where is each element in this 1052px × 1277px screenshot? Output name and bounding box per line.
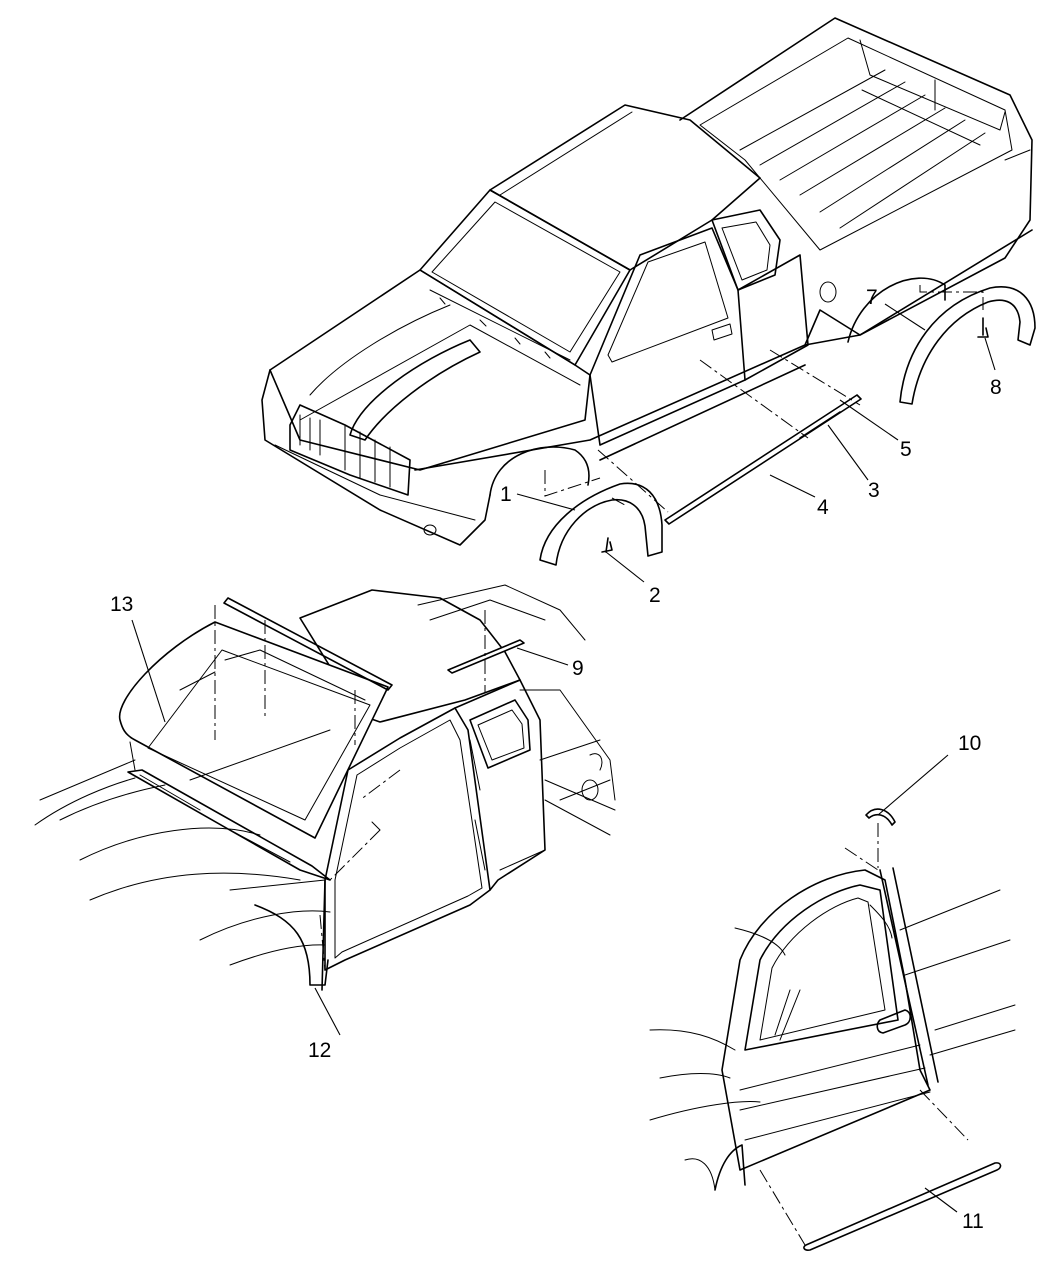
body-side-molding-3 xyxy=(799,411,841,439)
door-opening-weatherstrip xyxy=(321,879,326,991)
rear-fender-flare xyxy=(899,286,1036,405)
truck-front-wheel-arch xyxy=(489,446,590,496)
door-view xyxy=(649,808,1016,1251)
truck-bed-outline xyxy=(679,17,1033,346)
front-flare-fastener xyxy=(601,537,613,553)
door-background-lines xyxy=(649,889,1016,1191)
door-sill-molding xyxy=(803,1162,1002,1251)
callout-3: 3 xyxy=(868,479,880,502)
callout-12: 12 xyxy=(308,1039,331,1062)
callout-1: 1 xyxy=(500,483,512,506)
door-glass xyxy=(744,884,899,1051)
cab-lower-fender xyxy=(254,904,329,986)
cab-background-lines xyxy=(34,584,616,966)
cab-door-opening xyxy=(324,707,491,971)
truck-hood-scoop xyxy=(349,339,481,441)
truck-front-bumper xyxy=(261,369,491,546)
truck-hood xyxy=(269,269,591,471)
truck-view xyxy=(261,17,1033,546)
truck-body-side xyxy=(414,229,1033,471)
callout-2: 2 xyxy=(649,584,661,607)
door-pillar-strip xyxy=(879,867,939,1086)
door-handle xyxy=(876,1009,912,1034)
truck-bed-tailgate xyxy=(859,39,1031,161)
callout-9: 9 xyxy=(572,657,584,680)
truck-bed-inner xyxy=(699,37,1013,251)
front-fender-flare xyxy=(539,482,663,566)
callout-13: 13 xyxy=(110,593,133,616)
rear-flare-fastener xyxy=(977,317,989,338)
callout-5: 5 xyxy=(900,438,912,461)
windshield-glass xyxy=(118,621,389,839)
callout-4: 4 xyxy=(817,496,829,519)
callout-10: 10 xyxy=(958,732,981,755)
door-lower-fender xyxy=(714,1144,746,1191)
windshield-cowl xyxy=(127,769,331,881)
truck-windshield xyxy=(419,189,631,366)
truck-grille xyxy=(289,404,411,496)
windshield-top-molding xyxy=(223,597,393,691)
callout-7: 7 xyxy=(866,286,878,309)
cab-quarter-window xyxy=(469,699,531,769)
cab-rear-side xyxy=(454,679,546,891)
roof-drip-molding xyxy=(447,639,525,674)
truck-bed-floor-ribs xyxy=(739,69,986,229)
callout-11: 11 xyxy=(962,1210,984,1233)
callout-8: 8 xyxy=(990,376,1002,399)
cab-view xyxy=(34,584,616,991)
body-side-molding-4 xyxy=(664,394,862,525)
upper-door-molding xyxy=(865,808,896,826)
truck-rear-wheel-arch xyxy=(847,277,946,343)
